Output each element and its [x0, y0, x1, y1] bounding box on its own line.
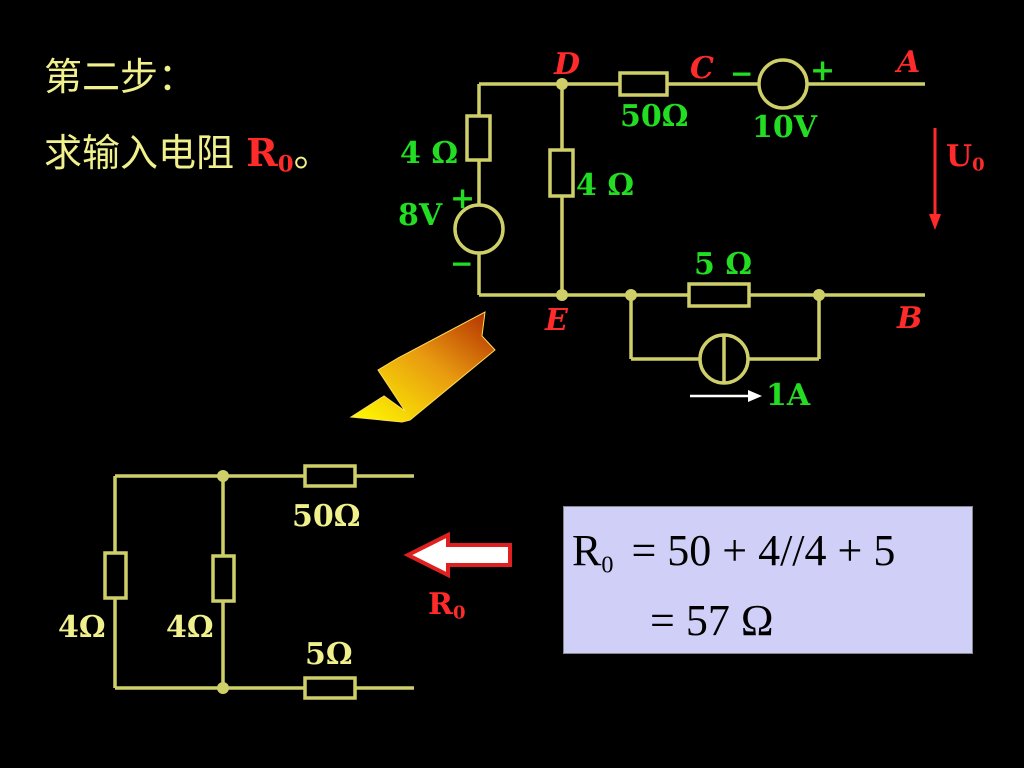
node-dot-d — [556, 78, 568, 90]
formula-line-2: = 57 Ω — [650, 596, 774, 645]
bottom-circuit — [103, 464, 414, 700]
formula-line-1: R0= 50 + 4//4 + 5 — [572, 526, 896, 579]
label-10v-plus: + — [810, 53, 836, 88]
node-dot-e — [556, 289, 568, 301]
label-8v: 8V — [398, 198, 443, 233]
node-label-e: E — [545, 303, 568, 338]
label-8v-plus: + — [450, 181, 476, 216]
resistor-50-top — [618, 71, 669, 97]
node-label-b: B — [897, 301, 923, 336]
top-circuit — [453, 58, 925, 385]
top-nodes — [556, 78, 825, 301]
label-r50-bottom: 50Ω — [292, 499, 361, 534]
node-dot-cs-left — [625, 289, 637, 301]
formula-box: R0= 50 + 4//4 + 5 = 57 Ω — [563, 506, 973, 654]
transform-arrow-icon — [349, 311, 496, 423]
label-10v: 10V — [752, 110, 818, 145]
label-r5-top: 5 Ω — [694, 247, 753, 282]
r0-input-arrow-icon — [403, 531, 512, 579]
label-r50-top: 50Ω — [620, 99, 689, 134]
label-r4-mid-bottom: 4Ω — [166, 610, 214, 645]
node-dot-b-bottom — [217, 682, 229, 694]
label-1a: 1A — [766, 378, 811, 413]
step-title: 第二步： — [44, 55, 197, 99]
node-dot-b-top — [217, 470, 229, 482]
voltage-source-10v — [757, 58, 809, 110]
label-r4-left-top: 4 Ω — [400, 136, 459, 171]
node-label-c: C — [690, 51, 714, 86]
resistor-50-bottom — [303, 464, 357, 488]
voltage-source-8v — [453, 203, 505, 255]
bottom-nodes — [217, 470, 229, 694]
node-label-a: A — [897, 45, 921, 80]
current-direction-arrow — [690, 390, 762, 402]
task-text: 求输入电阻 — [44, 131, 247, 175]
task-r0-symbol: R0 — [246, 130, 294, 178]
label-u0: U0 — [946, 139, 985, 176]
resistor-4-mid-top — [548, 148, 575, 198]
node-dot-cs-right — [813, 289, 825, 301]
node-label-d: D — [554, 47, 581, 82]
resistor-5-bottom — [303, 676, 357, 700]
label-r4-mid-top: 4 Ω — [576, 168, 635, 203]
label-8v-minus: − — [450, 247, 474, 280]
resistor-4-left-bottom — [103, 551, 128, 600]
resistor-4-mid-bottom — [211, 554, 236, 603]
u0-arrow — [929, 128, 941, 230]
resistor-5-top — [687, 282, 751, 308]
task-end: 。 — [293, 131, 332, 175]
resistor-4-left-top — [465, 114, 492, 162]
label-10v-minus: − — [730, 57, 754, 90]
label-r5-bottom: 5Ω — [305, 637, 353, 672]
label-r0: R0 — [428, 587, 466, 624]
label-r4-left-bottom: 4Ω — [58, 610, 106, 645]
task-line: 求输入电阻 R0。 — [44, 131, 332, 177]
